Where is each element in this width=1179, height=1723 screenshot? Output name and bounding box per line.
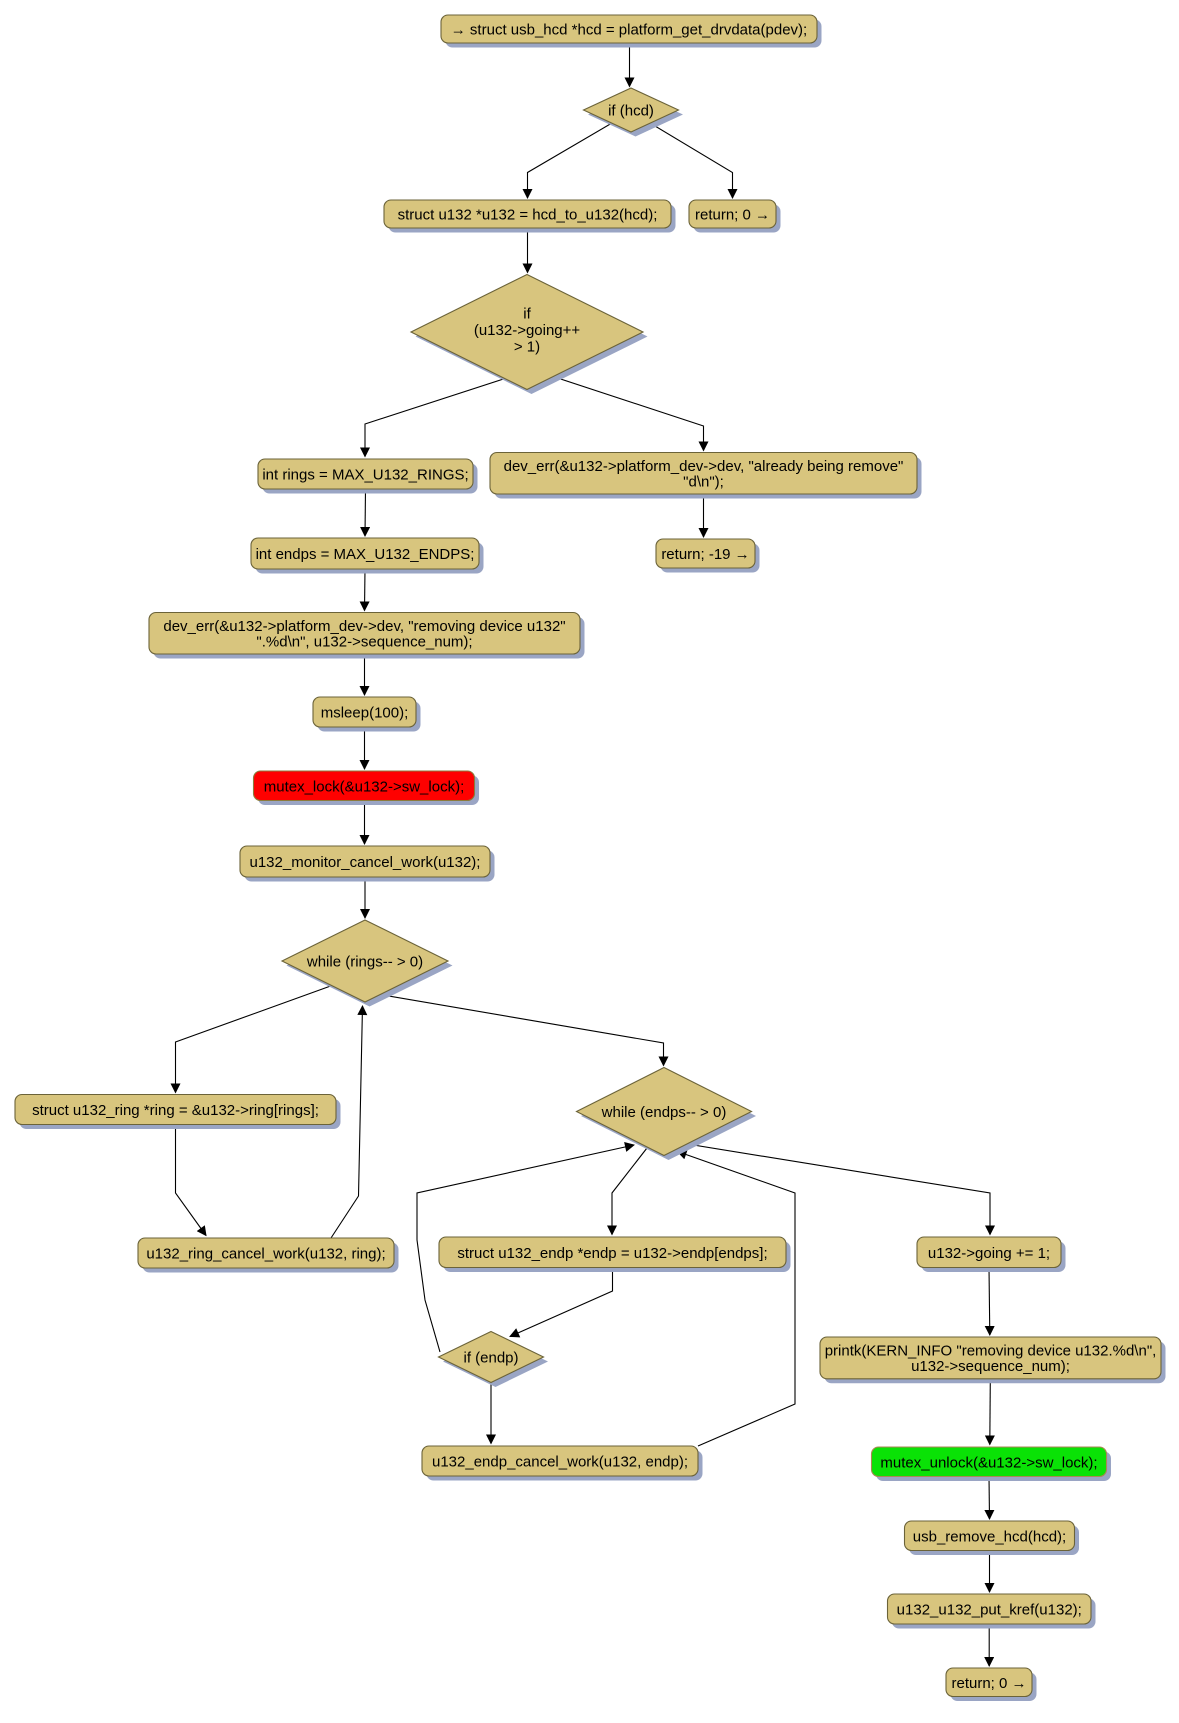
svg-text:u132_u132_put_kref(u132);: u132_u132_put_kref(u132); <box>897 1602 1082 1619</box>
svg-text:struct u132_endp *endp = u132-: struct u132_endp *endp = u132->endp[endp… <box>457 1245 767 1262</box>
svg-text:return; -19 →: return; -19 → <box>661 546 749 563</box>
svg-text:u132->going += 1;: u132->going += 1; <box>928 1245 1050 1262</box>
svg-text:struct u132 *u132 = hcd_to_u13: struct u132 *u132 = hcd_to_u132(hcd); <box>398 207 658 224</box>
svg-text:while (endps-- > 0): while (endps-- > 0) <box>601 1104 727 1121</box>
svg-text:struct u132_ring *ring = &u132: struct u132_ring *ring = &u132->ring[rin… <box>32 1102 319 1119</box>
svg-text:usb_remove_hcd(hcd);: usb_remove_hcd(hcd); <box>913 1528 1066 1545</box>
svg-text:return; 0 →: return; 0 → <box>695 207 770 224</box>
svg-text:while (rings-- > 0): while (rings-- > 0) <box>306 954 423 971</box>
svg-text:msleep(100);: msleep(100); <box>321 705 409 722</box>
svg-text:> 1): > 1) <box>514 339 540 356</box>
svg-text:u132_ring_cancel_work(u132, ri: u132_ring_cancel_work(u132, ring); <box>146 1246 385 1263</box>
svg-text:int rings = MAX_U132_RINGS;: int rings = MAX_U132_RINGS; <box>262 467 468 484</box>
svg-text:if: if <box>523 306 531 323</box>
svg-text:mutex_unlock(&u132->sw_lock);: mutex_unlock(&u132->sw_lock); <box>880 1454 1097 1471</box>
svg-text:u132_endp_cancel_work(u132, en: u132_endp_cancel_work(u132, endp); <box>432 1454 688 1471</box>
svg-text:"d\n");: "d\n"); <box>683 473 724 490</box>
svg-text:(u132->going++: (u132->going++ <box>474 322 581 339</box>
svg-text:u132->sequence_num);: u132->sequence_num); <box>911 1358 1070 1375</box>
svg-text:int endps = MAX_U132_ENDPS;: int endps = MAX_U132_ENDPS; <box>256 546 475 563</box>
svg-text:→ struct usb_hcd *hcd = platfo: → struct usb_hcd *hcd = platform_get_drv… <box>451 22 807 39</box>
svg-text:dev_err(&u132->platform_dev->d: dev_err(&u132->platform_dev->dev, "alrea… <box>504 458 904 475</box>
svg-text:if (hcd): if (hcd) <box>608 103 654 120</box>
svg-text:u132_monitor_cancel_work(u132): u132_monitor_cancel_work(u132); <box>250 854 481 871</box>
svg-text:return; 0 →: return; 0 → <box>951 1675 1026 1692</box>
svg-text:printk(KERN_INFO "removing dev: printk(KERN_INFO "removing device u132.%… <box>825 1342 1157 1359</box>
svg-text:".%d\n", u132->sequence_num);: ".%d\n", u132->sequence_num); <box>256 633 472 650</box>
svg-text:dev_err(&u132->platform_dev->d: dev_err(&u132->platform_dev->dev, "remov… <box>163 618 565 635</box>
svg-text:if (endp): if (endp) <box>463 1350 518 1367</box>
svg-text:mutex_lock(&u132->sw_lock);: mutex_lock(&u132->sw_lock); <box>264 778 465 795</box>
